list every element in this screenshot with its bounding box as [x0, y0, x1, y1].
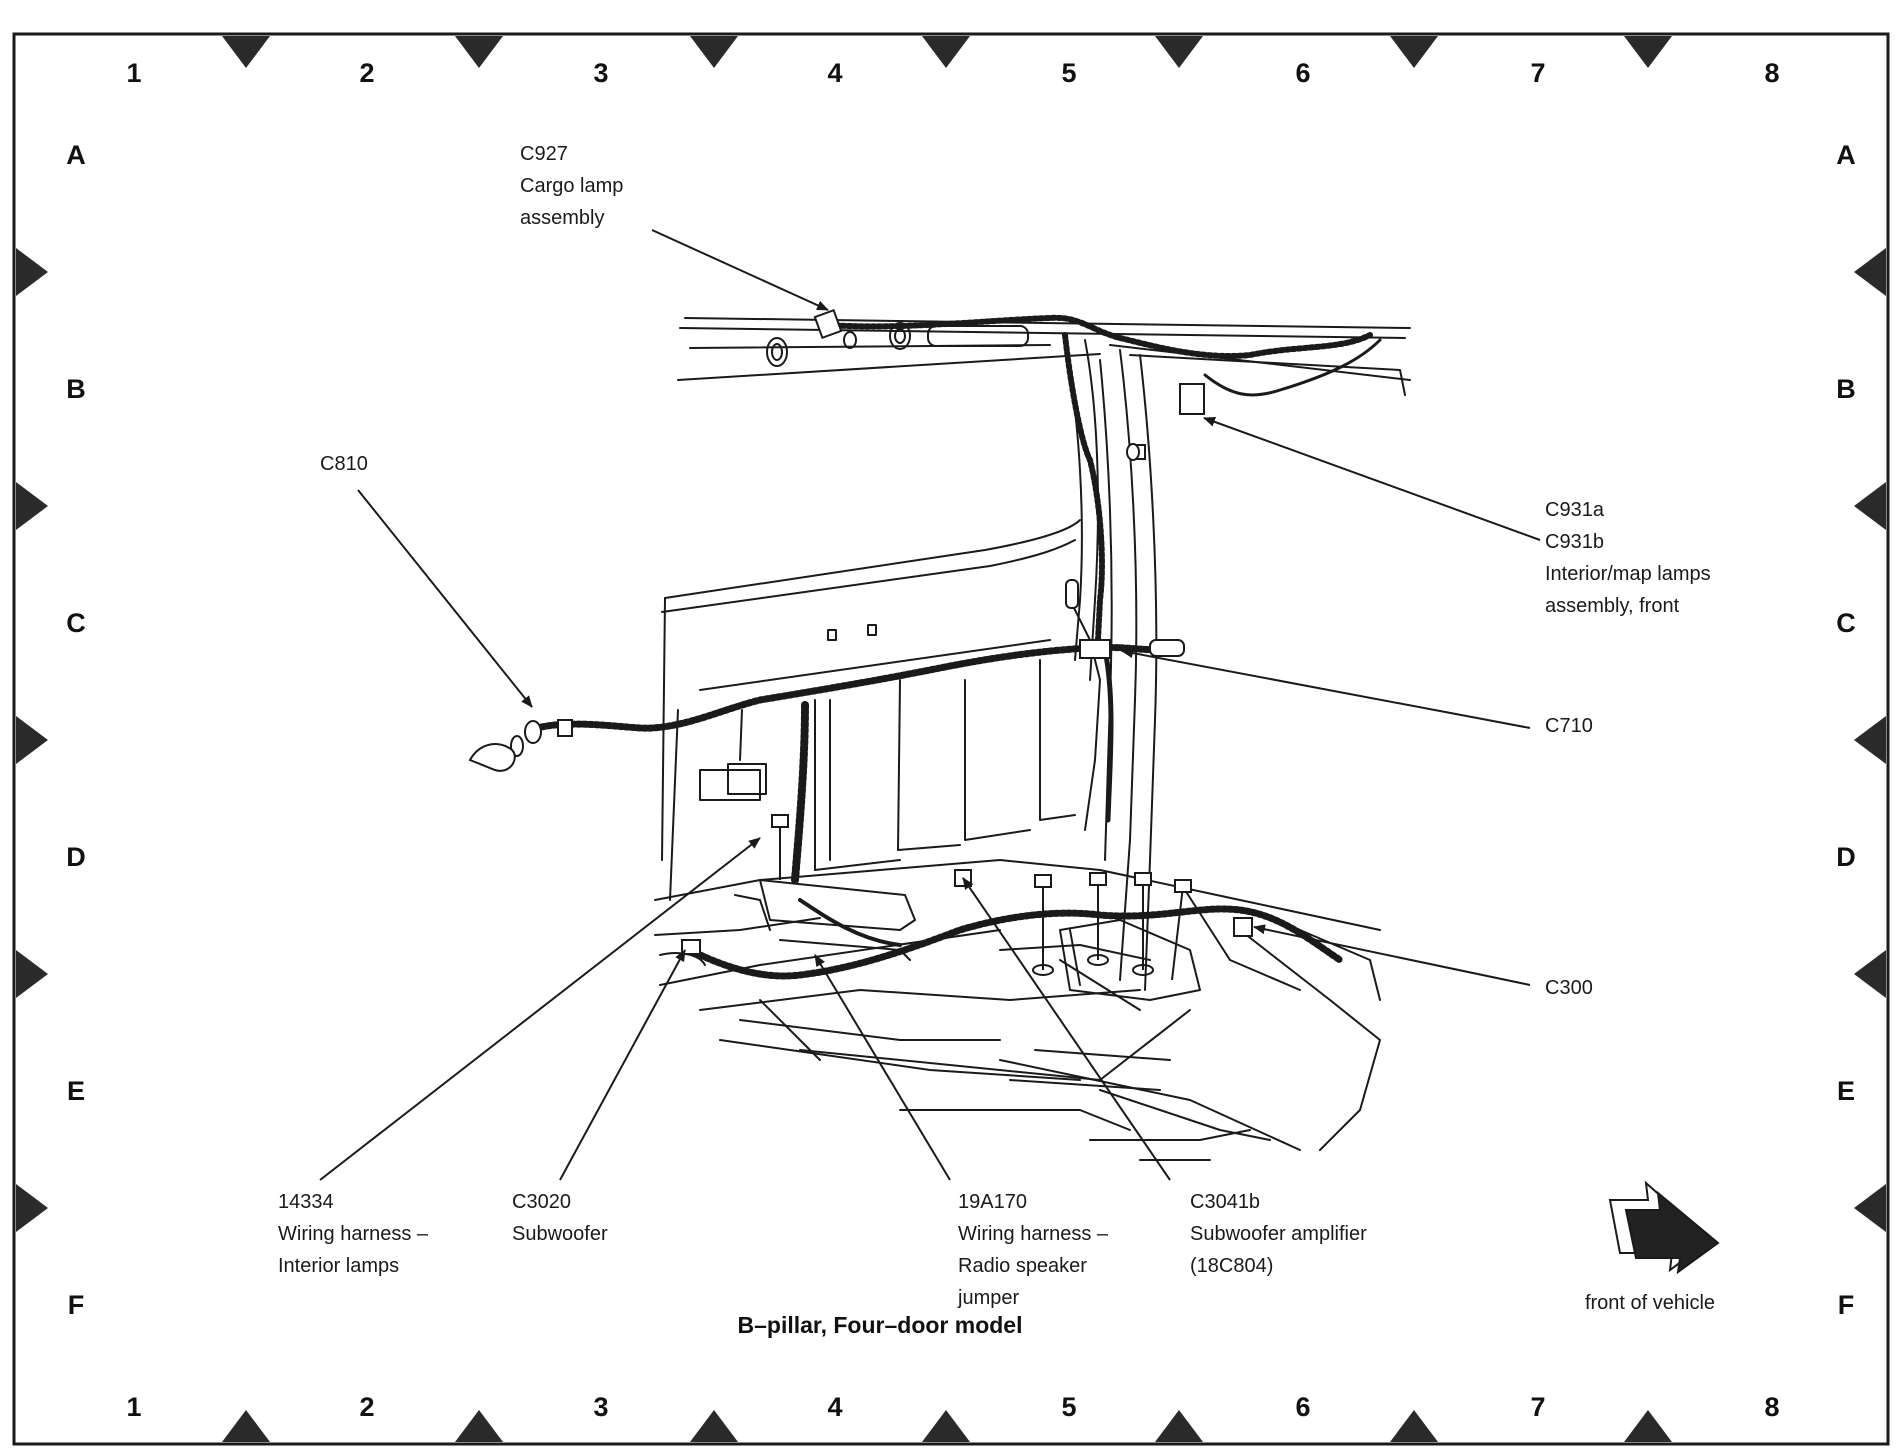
- leader-c927: [651, 229, 829, 311]
- callout-line: jumper: [958, 1287, 1020, 1309]
- column-label-6: 6: [1295, 58, 1311, 88]
- callout-c810: C810: [320, 448, 368, 480]
- leader-14334: [319, 837, 761, 1181]
- row-label-f-right: F: [1837, 1290, 1855, 1320]
- row-label-b-right: B: [1836, 374, 1856, 404]
- callout-line: Cargo lamp: [520, 175, 624, 197]
- leader-c931: [1203, 417, 1541, 541]
- callout-c3041b: C3041b Subwoofer amplifier (18C804): [1190, 1186, 1367, 1282]
- callout-code: C3041b: [1190, 1191, 1261, 1213]
- diagram-frame: [12, 32, 1890, 1446]
- row-label-a-right: A: [1836, 140, 1856, 170]
- front-of-vehicle-arrow-icon: [1608, 1180, 1720, 1275]
- row-label-f: F: [67, 1290, 85, 1320]
- column-label-2: 2: [359, 58, 375, 88]
- column-label-1: 1: [126, 58, 142, 88]
- leader-c300: [1253, 924, 1531, 986]
- callout-code: C810: [320, 453, 368, 475]
- callout-line: C931b: [1545, 531, 1604, 553]
- callout-c931: C931a C931b Interior/map lamps assembly,…: [1545, 494, 1711, 622]
- column-label-2-bottom: 2: [359, 1392, 375, 1422]
- callout-code: C927: [520, 143, 568, 165]
- column-label-8: 8: [1764, 58, 1780, 88]
- callout-code: 19A170: [958, 1191, 1027, 1213]
- callout-line: Interior/map lamps: [1545, 563, 1711, 585]
- callout-line: (18C804): [1190, 1255, 1274, 1277]
- column-label-5-bottom: 5: [1061, 1392, 1077, 1422]
- callout-code: C931a: [1545, 499, 1604, 521]
- column-label-6-bottom: 6: [1295, 1392, 1311, 1422]
- registration-arrow-icon: [1854, 248, 1886, 1232]
- leader-lines: [319, 229, 1541, 1181]
- vehicle-body-lineart: [654, 317, 1411, 1161]
- callout-line: Wiring harness –: [958, 1223, 1109, 1245]
- column-label-4-bottom: 4: [827, 1392, 843, 1422]
- callout-line: assembly, front: [1545, 595, 1680, 617]
- callout-line: Wiring harness –: [278, 1223, 429, 1245]
- row-label-c-right: C: [1836, 608, 1856, 638]
- callout-code: C710: [1545, 715, 1593, 737]
- callout-line: Interior lamps: [278, 1255, 400, 1277]
- callout-19a170: 19A170 Wiring harness – Radio speaker ju…: [958, 1186, 1108, 1314]
- leader-c3041b: [962, 877, 1171, 1181]
- diagram-caption: B–pillar, Four–door model: [737, 1312, 1023, 1338]
- column-label-1-bottom: 1: [126, 1392, 142, 1422]
- callout-code: 14334: [278, 1191, 334, 1213]
- column-label-4: 4: [827, 58, 843, 88]
- callout-14334: 14334 Wiring harness – Interior lamps: [278, 1186, 428, 1282]
- registration-arrow-icon: [16, 248, 48, 1232]
- callout-line: Radio speaker: [958, 1255, 1087, 1277]
- column-label-3-bottom: 3: [593, 1392, 609, 1422]
- callout-code: C300: [1545, 977, 1593, 999]
- row-label-d-right: D: [1836, 842, 1856, 872]
- callout-line: assembly: [520, 207, 605, 229]
- column-label-5: 5: [1061, 58, 1077, 88]
- callout-c710: C710: [1545, 710, 1593, 742]
- c931-connector: [1179, 383, 1205, 415]
- column-label-7-bottom: 7: [1530, 1392, 1546, 1422]
- leader-c710: [1121, 648, 1531, 729]
- registration-arrow-icon: [222, 36, 1672, 68]
- row-label-e: E: [66, 1076, 85, 1106]
- front-of-vehicle-label: front of vehicle: [1584, 1292, 1716, 1314]
- callout-c927: C927 Cargo lamp assembly: [520, 138, 623, 234]
- leader-c810: [357, 489, 533, 708]
- leader-19a170: [814, 954, 951, 1181]
- column-label-3: 3: [593, 58, 609, 88]
- row-label-a: A: [66, 140, 86, 170]
- connectors-lineart: [468, 308, 1253, 955]
- studs-lineart: [771, 814, 1192, 981]
- row-label-e-right: E: [1836, 1076, 1855, 1106]
- row-label-c: C: [66, 608, 86, 638]
- row-label-b: B: [66, 374, 86, 404]
- column-label-7: 7: [1530, 58, 1546, 88]
- row-label-d: D: [66, 842, 86, 872]
- leader-c3020: [559, 949, 686, 1181]
- callout-code: C3020: [512, 1191, 571, 1213]
- column-label-8-bottom: 8: [1764, 1392, 1780, 1422]
- registration-arrow-icon: [222, 1410, 1672, 1442]
- callout-line: Subwoofer: [512, 1223, 608, 1245]
- callout-line: Subwoofer amplifier: [1190, 1223, 1367, 1245]
- callout-c3020: C3020 Subwoofer: [512, 1186, 608, 1250]
- callout-c300: C300: [1545, 972, 1593, 1004]
